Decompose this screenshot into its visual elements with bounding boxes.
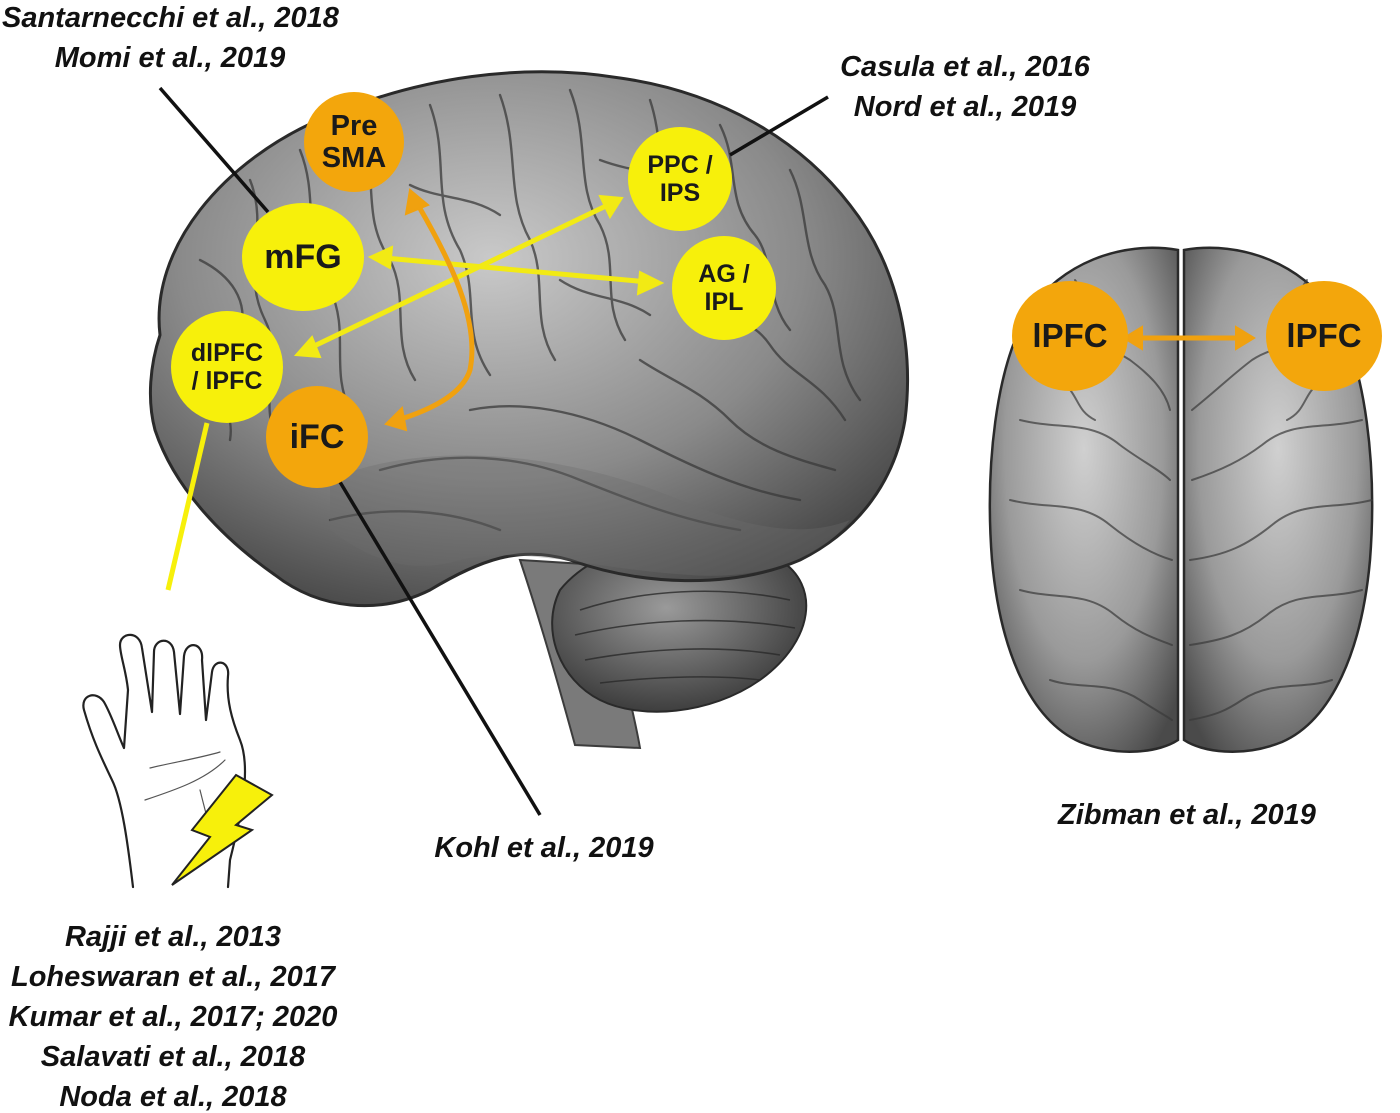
reference-pns-2: Loheswaran et al., 2017 <box>11 961 335 993</box>
lightning-bolt-icon <box>171 773 274 886</box>
node-dlpfc: dlPFC / lPFC <box>171 311 283 423</box>
connection-arrows <box>293 188 1256 432</box>
node-ppc-line1: PPC / <box>647 151 713 179</box>
node-mfg: mFG <box>242 203 364 311</box>
reference-ppc-2: Nord et al., 2019 <box>853 91 1077 123</box>
node-ag: AG / IPL <box>672 236 776 340</box>
leader-line-pns <box>165 422 210 591</box>
reference-pns-5: Noda et al., 2018 <box>59 1081 287 1113</box>
brain-lateral-icon <box>148 70 909 750</box>
reference-block-ppc: Casula et al., 2016 Nord et al., 2019 <box>832 47 1098 127</box>
node-dlpfc-line2: / lPFC <box>191 367 263 395</box>
node-lpfc-left: lPFC <box>1012 281 1128 391</box>
reference-block-pns: Rajji et al., 2013 Loheswaran et al., 20… <box>0 917 346 1113</box>
reference-pns-3: Kumar et al., 2017; 2020 <box>8 1001 338 1033</box>
node-ifc-label: iFC <box>289 417 345 456</box>
leader-line-ifc <box>338 481 542 816</box>
node-mfg-label: mFG <box>264 237 342 276</box>
node-presma: Pre SMA <box>304 92 404 192</box>
node-ppc: PPC / IPS <box>628 127 732 231</box>
reference-block-ifc: Kohl et al., 2019 <box>424 828 664 868</box>
leader-line-mfg <box>158 86 270 214</box>
node-dlpfc-line1: dlPFC <box>190 339 264 367</box>
reference-ppc-1: Casula et al., 2016 <box>840 51 1090 83</box>
arrow-dlpfc-ppc <box>293 194 624 359</box>
node-presma-line1: Pre <box>330 109 378 142</box>
reference-block-top: Zibman et al., 2019 <box>1052 795 1322 835</box>
node-lpfc-right-label: lPFC <box>1286 316 1362 354</box>
node-lpfc-right: lPFC <box>1266 281 1382 391</box>
leader-line-ppc <box>729 95 829 157</box>
arrow-mfg-ag <box>367 245 665 296</box>
leader-lines <box>158 86 829 816</box>
node-ifc: iFC <box>266 386 368 488</box>
node-ppc-line2: IPS <box>659 179 701 207</box>
node-lpfc-left-label: lPFC <box>1032 316 1108 354</box>
arrow-lpfc-lpfc <box>1122 325 1256 351</box>
reference-block-mfg: Santarnecchi et al., 2018 Momi et al., 2… <box>2 0 339 78</box>
node-ag-line2: IPL <box>704 288 744 316</box>
arrow-presma-ifc <box>384 188 475 432</box>
reference-top-1: Zibman et al., 2019 <box>1058 799 1316 831</box>
reference-mfg-2: Momi et al., 2019 <box>54 42 286 74</box>
node-ag-line1: AG / <box>698 260 750 288</box>
node-presma-line2: SMA <box>321 142 387 174</box>
reference-ifc-1: Kohl et al., 2019 <box>434 832 654 864</box>
reference-pns-4: Salavati et al., 2018 <box>40 1041 306 1073</box>
reference-pns-1: Rajji et al., 2013 <box>64 921 281 953</box>
reference-mfg-1: Santarnecchi et al., 2018 <box>2 2 339 34</box>
